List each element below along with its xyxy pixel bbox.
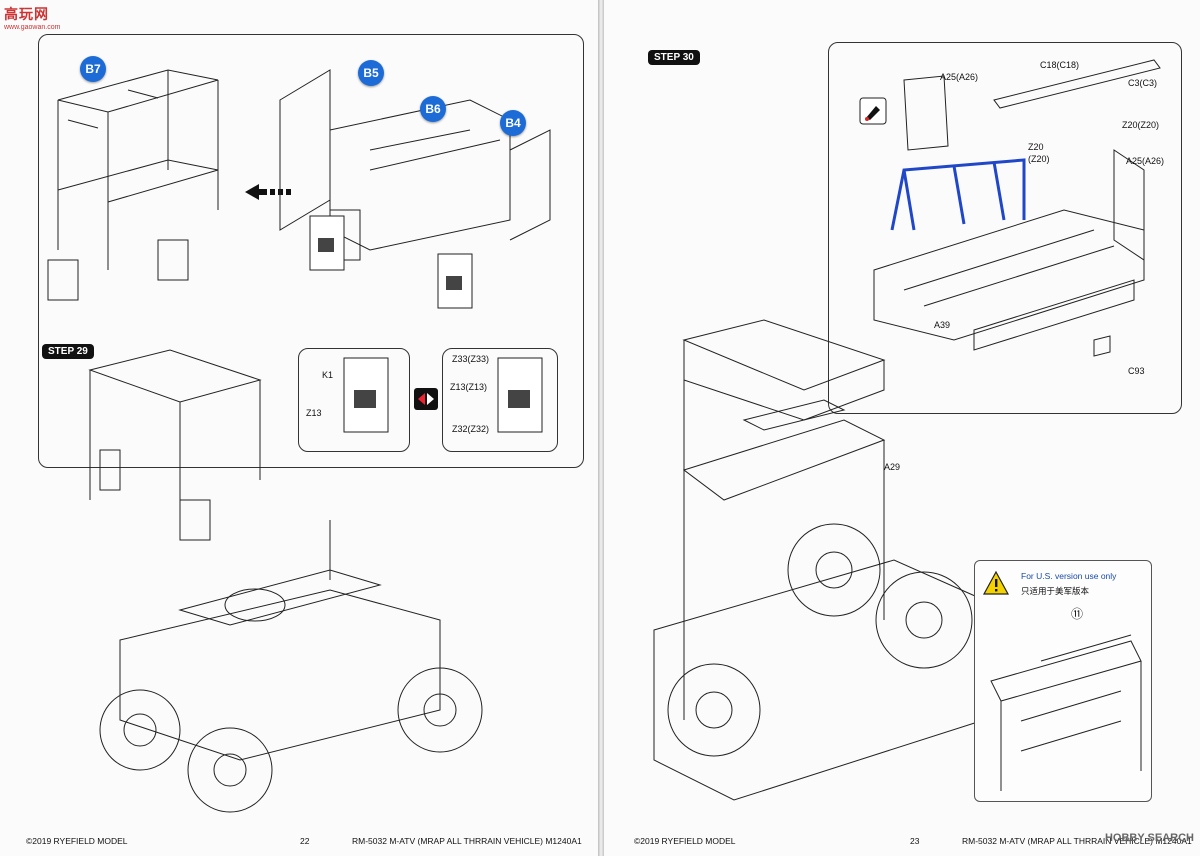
- glue-tool-icon: [859, 97, 887, 125]
- label-a29: A29: [884, 462, 901, 472]
- site-watermark: 高玩网 www.gaowan.com: [4, 4, 60, 31]
- label-z13: Z13: [306, 408, 322, 418]
- label-z33: Z33(Z33): [452, 354, 490, 364]
- part-badge-b6: B6: [420, 96, 446, 122]
- label-a25-right: A25(A26): [1126, 156, 1165, 166]
- frame-subassembly-drawing: [47, 69, 219, 301]
- mudflap-part-drawing: [309, 215, 345, 271]
- left-footer-page-number: 22: [300, 836, 310, 846]
- label-z20-right: Z20(Z20): [1122, 120, 1160, 130]
- watermark-title: 高玩网: [4, 6, 49, 22]
- rear-deck-exploded-drawing: [873, 59, 1161, 357]
- label-z13-variant: Z13(Z13): [450, 382, 488, 392]
- rear-deck-callout-frame: [828, 42, 1182, 414]
- mudflap-part-drawing-2: [437, 253, 473, 309]
- label-z32: Z32(Z32): [452, 424, 490, 434]
- label-k1: K1: [322, 370, 334, 380]
- subassembly-callout-frame: [38, 34, 584, 468]
- label-z20-left-paren: (Z20): [1028, 154, 1050, 164]
- mudflap-detail-drawing: [343, 357, 389, 433]
- part-badge-b5: B5: [358, 60, 384, 86]
- label-z20-left: Z20: [1028, 142, 1044, 152]
- vehicle-rear-assembly-drawing: [653, 319, 985, 801]
- mudflap-detail-drawing-2: [497, 357, 543, 433]
- step-29-label: STEP 29: [42, 344, 94, 359]
- label-c3: C3(C3): [1128, 78, 1158, 88]
- label-a25-top: A25(A26): [940, 72, 979, 82]
- us-version-note-box: For U.S. version use only 只适用于美军版本 ⑪: [974, 560, 1152, 802]
- part-badge-b7: B7: [80, 56, 106, 82]
- part-badge-b4: B4: [500, 110, 526, 136]
- hobby-search-logo: HOBBY SEARCH: [1104, 832, 1194, 844]
- detail-box-k1: [298, 348, 410, 452]
- book-gutter: [598, 0, 604, 856]
- us-version-detail-drawing: [990, 634, 1142, 791]
- label-c93: C93: [1128, 366, 1145, 376]
- left-footer-copyright: ©2019 RYEFIELD MODEL: [26, 836, 128, 846]
- right-footer-title: RM-5032 M-ATV (MRAP ALL THRRAIN VEHICLE)…: [962, 836, 1192, 846]
- swap-arrow-icon: [414, 388, 438, 410]
- right-footer-page-number: 23: [910, 836, 920, 846]
- note-chinese: 只适用于美军版本: [1021, 586, 1090, 596]
- warning-icon: [982, 570, 1010, 595]
- watermark-url: www.gaowan.com: [4, 24, 61, 31]
- left-page: 高玩网 www.gaowan.com B7 B5 B6 B4: [0, 0, 598, 856]
- left-footer-title: RM-5032 M-ATV (MRAP ALL THRRAIN VEHICLE)…: [352, 836, 582, 846]
- detail-box-z33: [442, 348, 558, 452]
- right-page: STEP 30 A25(A26) C18(C18) C3(C3) Z20(Z20…: [604, 0, 1200, 856]
- vehicle-assembly-drawing: [88, 349, 483, 813]
- label-c18: C18(C18): [1040, 60, 1080, 70]
- step-30-label: STEP 30: [648, 50, 700, 65]
- label-a39: A39: [934, 320, 951, 330]
- note-marker: ⑪: [1071, 607, 1084, 621]
- right-footer-copyright: ©2019 RYEFIELD MODEL: [634, 836, 736, 846]
- note-english: For U.S. version use only: [1021, 571, 1117, 581]
